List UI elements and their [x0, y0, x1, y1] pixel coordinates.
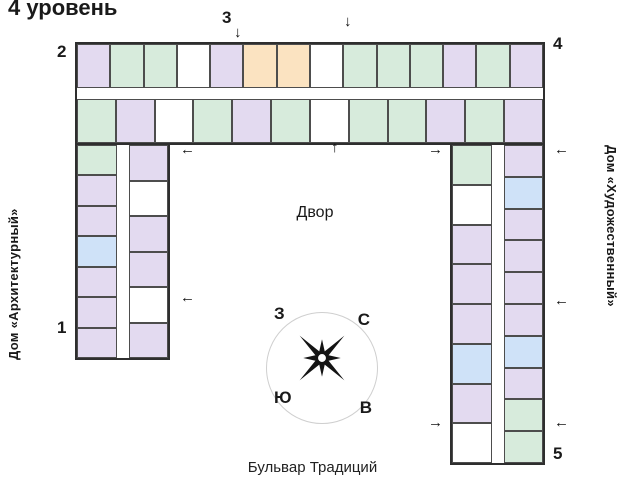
- apartment-unit[interactable]: [232, 99, 272, 143]
- apartment-unit[interactable]: [77, 236, 117, 267]
- section-number-2: 2: [57, 42, 67, 61]
- entrance-arrow-down-icon: ↓: [234, 24, 242, 41]
- apartment-unit[interactable]: [243, 44, 277, 88]
- apartment-unit[interactable]: [77, 205, 117, 237]
- apartment-unit[interactable]: [504, 145, 543, 177]
- corridor: [492, 145, 504, 463]
- apartment-unit[interactable]: [77, 99, 116, 143]
- corridor: [117, 145, 129, 358]
- apartment-unit[interactable]: [143, 44, 177, 88]
- apartment-unit[interactable]: [129, 251, 168, 287]
- apartment-unit[interactable]: [504, 303, 543, 336]
- corridor: [77, 88, 543, 99]
- apartment-unit[interactable]: [504, 335, 543, 368]
- apartment-unit[interactable]: [426, 99, 466, 143]
- apartment-unit[interactable]: [77, 297, 117, 328]
- compass-east-label: В: [359, 398, 372, 417]
- apartment-unit[interactable]: [509, 44, 543, 88]
- apartment-unit[interactable]: [504, 431, 543, 463]
- right-wing-west-apartments: [452, 145, 492, 463]
- apartment-unit[interactable]: [452, 145, 492, 185]
- entrance-arrow-left-icon: ←: [180, 141, 195, 158]
- apartment-unit[interactable]: [452, 224, 492, 265]
- apartment-unit[interactable]: [348, 99, 388, 143]
- section-number-3: 3: [222, 8, 232, 27]
- apartment-unit[interactable]: [452, 184, 492, 225]
- apartment-unit[interactable]: [504, 208, 543, 241]
- building-top-bar: [75, 42, 545, 145]
- apartment-unit[interactable]: [409, 44, 444, 88]
- building-right-wing: [450, 143, 545, 465]
- apartment-unit[interactable]: [504, 176, 543, 209]
- apartment-unit[interactable]: [452, 383, 492, 424]
- apartment-unit[interactable]: [504, 240, 543, 273]
- right-wing-east-apartments: [504, 145, 543, 463]
- apartment-unit[interactable]: [77, 44, 111, 88]
- section-number-1: 1: [57, 318, 67, 337]
- apartment-unit[interactable]: [452, 423, 492, 463]
- apartment-unit[interactable]: [77, 266, 117, 298]
- house-right-label: Дом «Художественный»: [604, 145, 619, 307]
- apartment-unit[interactable]: [476, 44, 510, 88]
- compass-west-label: З: [274, 304, 285, 323]
- apartment-unit[interactable]: [129, 322, 168, 358]
- compass-south-label: Ю: [274, 388, 292, 407]
- apartment-unit[interactable]: [504, 399, 543, 432]
- left-wing-west-apartments: [77, 145, 117, 358]
- entrance-arrow-right-icon: →: [428, 414, 443, 431]
- apartment-unit[interactable]: [309, 44, 344, 88]
- entrance-arrow-left-icon: ←: [554, 414, 569, 431]
- apartment-unit[interactable]: [77, 327, 117, 358]
- entrance-arrow-down-icon: ↓: [344, 13, 352, 30]
- apartment-unit[interactable]: [210, 44, 244, 88]
- apartment-unit[interactable]: [376, 44, 410, 88]
- top-bar-south-apartments: [77, 99, 543, 143]
- top-bar-north-apartments: [77, 44, 543, 88]
- apartment-unit[interactable]: [176, 44, 211, 88]
- apartment-unit[interactable]: [110, 44, 144, 88]
- house-left-label: Дом «Архитектурный»: [6, 208, 21, 360]
- compass-circle: [266, 312, 378, 424]
- building-left-wing: [75, 143, 170, 360]
- apartment-unit[interactable]: [504, 99, 543, 143]
- compass-north-label: С: [357, 310, 370, 329]
- left-wing-east-apartments: [129, 145, 168, 358]
- apartment-unit[interactable]: [129, 145, 168, 181]
- apartment-unit[interactable]: [154, 99, 194, 143]
- apartment-unit[interactable]: [115, 99, 155, 143]
- apartment-unit[interactable]: [504, 367, 543, 400]
- entrance-arrow-up-icon: ↑: [331, 139, 339, 156]
- apartment-unit[interactable]: [309, 99, 349, 143]
- apartment-unit[interactable]: [129, 287, 168, 323]
- entrance-arrow-left-icon: ←: [554, 292, 569, 309]
- apartment-unit[interactable]: [77, 175, 117, 206]
- apartment-unit[interactable]: [387, 99, 427, 143]
- apartment-unit[interactable]: [452, 304, 492, 344]
- apartment-unit[interactable]: [443, 44, 477, 88]
- apartment-unit[interactable]: [193, 99, 233, 143]
- apartment-unit[interactable]: [129, 216, 168, 252]
- apartment-unit[interactable]: [77, 145, 117, 176]
- apartment-unit[interactable]: [343, 44, 377, 88]
- apartment-unit[interactable]: [452, 264, 492, 304]
- entrance-arrow-left-icon: ←: [180, 289, 195, 306]
- entrance-arrow-left-icon: ←: [554, 141, 569, 158]
- apartment-unit[interactable]: [465, 99, 505, 143]
- level-title: 4 уровень: [8, 0, 118, 20]
- section-number-5: 5: [553, 444, 563, 463]
- street-label: Бульвар Традиций: [247, 459, 378, 476]
- apartment-unit[interactable]: [452, 343, 492, 384]
- apartment-unit[interactable]: [271, 99, 310, 143]
- compass-star-icon: [299, 335, 345, 381]
- compass-rose: З С Ю В: [266, 304, 378, 424]
- apartment-unit[interactable]: [129, 180, 168, 216]
- entrance-arrow-right-icon: →: [428, 141, 443, 158]
- apartment-unit[interactable]: [504, 272, 543, 304]
- courtyard-label: Двор: [296, 204, 334, 221]
- section-number-4: 4: [553, 34, 563, 53]
- apartment-unit[interactable]: [276, 44, 310, 88]
